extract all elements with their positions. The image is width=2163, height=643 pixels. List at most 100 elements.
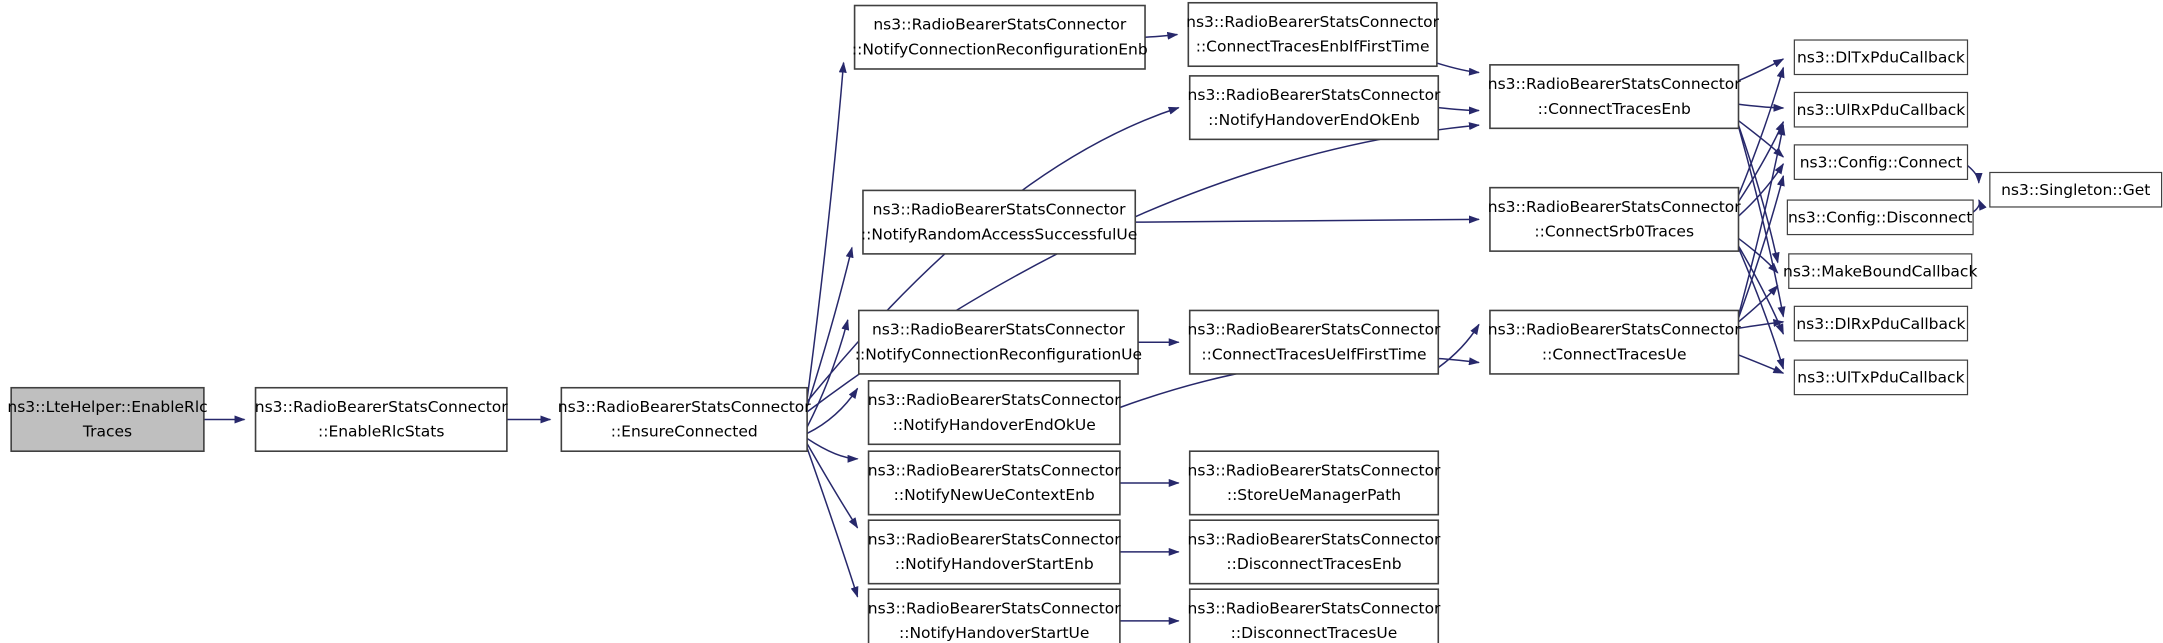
graph-node-n6[interactable]: ns3::RadioBearerStatsConnector::NotifyCo… <box>855 309 1142 375</box>
graph-edge-n15-to-n20 <box>1737 124 1786 316</box>
node-label-line2: ::NotifyHandoverEndOkEnb <box>1208 111 1420 129</box>
node-box <box>1188 75 1440 141</box>
node-box <box>1786 199 1974 236</box>
node-label-line2: ::NotifyHandoverEndOkUe <box>893 416 1096 434</box>
graph-node-n25[interactable]: ns3::UlTxPduCallback <box>1793 359 1969 396</box>
node-label-line2: ::NotifyRandomAccessSuccessfulUe <box>861 225 1137 243</box>
graph-edge-n21-to-n26 <box>1967 164 1983 184</box>
graph-edge-n2-to-n8 <box>806 437 859 463</box>
graph-edge-n15-to-n25 <box>1738 354 1785 374</box>
node-label-line2: ::EnableRlcStats <box>318 423 444 441</box>
graph-node-n17[interactable]: ns3::RadioBearerStatsConnector::Disconne… <box>1188 519 1442 585</box>
node-label-line1: ns3::Singleton::Get <box>2001 181 2150 199</box>
node-box <box>1188 450 1440 516</box>
graph-node-n20[interactable]: ns3::UlRxPduCallback <box>1793 91 1969 128</box>
graph-edge-n2-to-n6 <box>806 319 850 428</box>
graph-edge-n15-to-n24 <box>1738 319 1785 329</box>
graph-node-n18[interactable]: ns3::RadioBearerStatsConnector::Disconne… <box>1188 588 1442 643</box>
node-box <box>1788 253 1973 289</box>
node-label-line2: ::ConnectTracesEnb <box>1538 100 1691 118</box>
node-label-line1: ns3::RadioBearerStatsConnector <box>873 16 1127 34</box>
graph-node-n10[interactable]: ns3::RadioBearerStatsConnector::NotifyHa… <box>867 588 1122 643</box>
graph-edge-n11-to-n12 <box>1436 62 1480 76</box>
node-label-line1: ns3::RadioBearerStatsConnector <box>873 201 1127 219</box>
node-label-line2: ::NotifyHandoverStartUe <box>899 624 1089 642</box>
node-box <box>862 189 1137 255</box>
node-label-line1: ns3::DlRxPduCallback <box>1796 315 1965 333</box>
graph-node-n19[interactable]: ns3::DlTxPduCallback <box>1793 39 1969 76</box>
node-label-line1: ns3::Config::Connect <box>1800 153 1962 171</box>
node-label-line1: ns3::RadioBearerStatsConnector <box>1188 530 1442 548</box>
node-box <box>1188 588 1440 643</box>
node-box <box>1793 359 1969 396</box>
graph-node-n4[interactable]: ns3::RadioBearerStatsConnector::NotifyHa… <box>1188 75 1442 141</box>
node-label-line1: ns3::RadioBearerStatsConnector <box>868 530 1122 548</box>
node-box <box>560 386 808 453</box>
node-box <box>1793 39 1969 76</box>
node-label-line1: ns3::RadioBearerStatsConnector <box>868 599 1122 617</box>
node-label-line1: ns3::DlTxPduCallback <box>1797 48 1965 66</box>
graph-node-n24[interactable]: ns3::DlRxPduCallback <box>1793 305 1969 342</box>
node-box <box>1793 305 1969 342</box>
node-box <box>1489 64 1740 130</box>
graph-node-n15[interactable]: ns3::RadioBearerStatsConnector::ConnectT… <box>1488 309 1742 375</box>
graph-edge-n4-to-n12 <box>1438 106 1480 115</box>
graph-node-n7[interactable]: ns3::RadioBearerStatsConnector::NotifyHa… <box>867 380 1122 446</box>
graph-edge-n12-to-n20 <box>1738 103 1785 112</box>
node-label-line1: ns3::MakeBoundCallback <box>1783 262 1977 280</box>
graph-edge-n3-to-n11 <box>1144 31 1179 40</box>
node-box <box>1793 144 1969 180</box>
graph-edge-n15-to-n21 <box>1737 174 1785 319</box>
graph-node-n26[interactable]: ns3::Singleton::Get <box>1989 171 2163 208</box>
node-label-line2: ::ConnectTracesUe <box>1542 345 1687 363</box>
graph-edge-n13-to-n21 <box>1737 163 1784 217</box>
graph-node-n3[interactable]: ns3::RadioBearerStatsConnector::NotifyCo… <box>852 4 1148 70</box>
graph-edge-n5-to-n13 <box>1135 215 1480 224</box>
graph-edge-n13-to-n19 <box>1737 66 1785 196</box>
graph-node-n9[interactable]: ns3::RadioBearerStatsConnector::NotifyHa… <box>867 519 1122 585</box>
node-box <box>867 380 1121 446</box>
node-box <box>1989 171 2163 208</box>
node-label-line1: ns3::RadioBearerStatsConnector <box>872 321 1126 339</box>
graph-node-n5[interactable]: ns3::RadioBearerStatsConnector::NotifyRa… <box>861 189 1137 255</box>
graph-node-n1[interactable]: ns3::RadioBearerStatsConnector::EnableRl… <box>254 386 509 453</box>
graph-edge-n22-to-n26 <box>1972 199 1987 213</box>
graph-node-n16[interactable]: ns3::RadioBearerStatsConnector::StoreUeM… <box>1188 450 1442 516</box>
graph-node-n21[interactable]: ns3::Config::Connect <box>1793 144 1969 180</box>
graph-node-n12[interactable]: ns3::RadioBearerStatsConnector::ConnectT… <box>1488 64 1742 130</box>
graph-node-n23[interactable]: ns3::MakeBoundCallback <box>1783 253 1977 289</box>
graph-node-n13[interactable]: ns3::RadioBearerStatsConnector::ConnectS… <box>1488 186 1742 252</box>
node-box <box>867 588 1121 643</box>
graph-node-n2[interactable]: ns3::RadioBearerStatsConnector::EnsureCo… <box>558 386 812 453</box>
graph-edge-n12-to-n21 <box>1738 120 1785 158</box>
graph-node-n14[interactable]: ns3::RadioBearerStatsConnector::ConnectT… <box>1188 309 1442 375</box>
node-label-line1: ns3::UlRxPduCallback <box>1797 101 1966 119</box>
graph-edge-n13-to-n20 <box>1737 120 1785 203</box>
graph-node-n22[interactable]: ns3::Config::Disconnect <box>1786 199 1974 236</box>
graph-node-n11[interactable]: ns3::RadioBearerStatsConnector::ConnectT… <box>1186 1 1440 68</box>
node-label-line1: ns3::RadioBearerStatsConnector <box>1488 198 1742 216</box>
node-box <box>1793 91 1969 128</box>
node-label-line2: ::ConnectTracesUeIfFirstTime <box>1201 345 1426 363</box>
node-label-line2: ::EnsureConnected <box>611 423 758 441</box>
node-label-line2: Traces <box>82 423 132 441</box>
node-box <box>1489 309 1740 375</box>
node-box <box>254 386 508 453</box>
node-label-line1: ns3::RadioBearerStatsConnector <box>868 391 1122 409</box>
node-label-line2: ::StoreUeManagerPath <box>1227 486 1401 504</box>
node-layer: ns3::LteHelper::EnableRlcTracesns3::Radi… <box>7 1 2163 643</box>
graph-edge-n12-to-n23 <box>1737 124 1780 264</box>
node-label-line1: ns3::RadioBearerStatsConnector <box>255 398 509 416</box>
graph-edge-n2-to-n10 <box>806 447 859 598</box>
node-label-line2: ::NotifyNewUeContextEnb <box>894 486 1095 504</box>
node-label-line2: ::DisconnectTracesUe <box>1231 624 1398 642</box>
node-box <box>1489 186 1740 252</box>
graph-edge-n2-to-n9 <box>806 443 859 529</box>
graph-edge-n2-to-n3 <box>806 61 847 400</box>
graph-node-n8[interactable]: ns3::RadioBearerStatsConnector::NotifyNe… <box>867 450 1122 516</box>
graph-edge-n12-to-n19 <box>1738 58 1785 82</box>
node-box <box>1187 1 1438 68</box>
